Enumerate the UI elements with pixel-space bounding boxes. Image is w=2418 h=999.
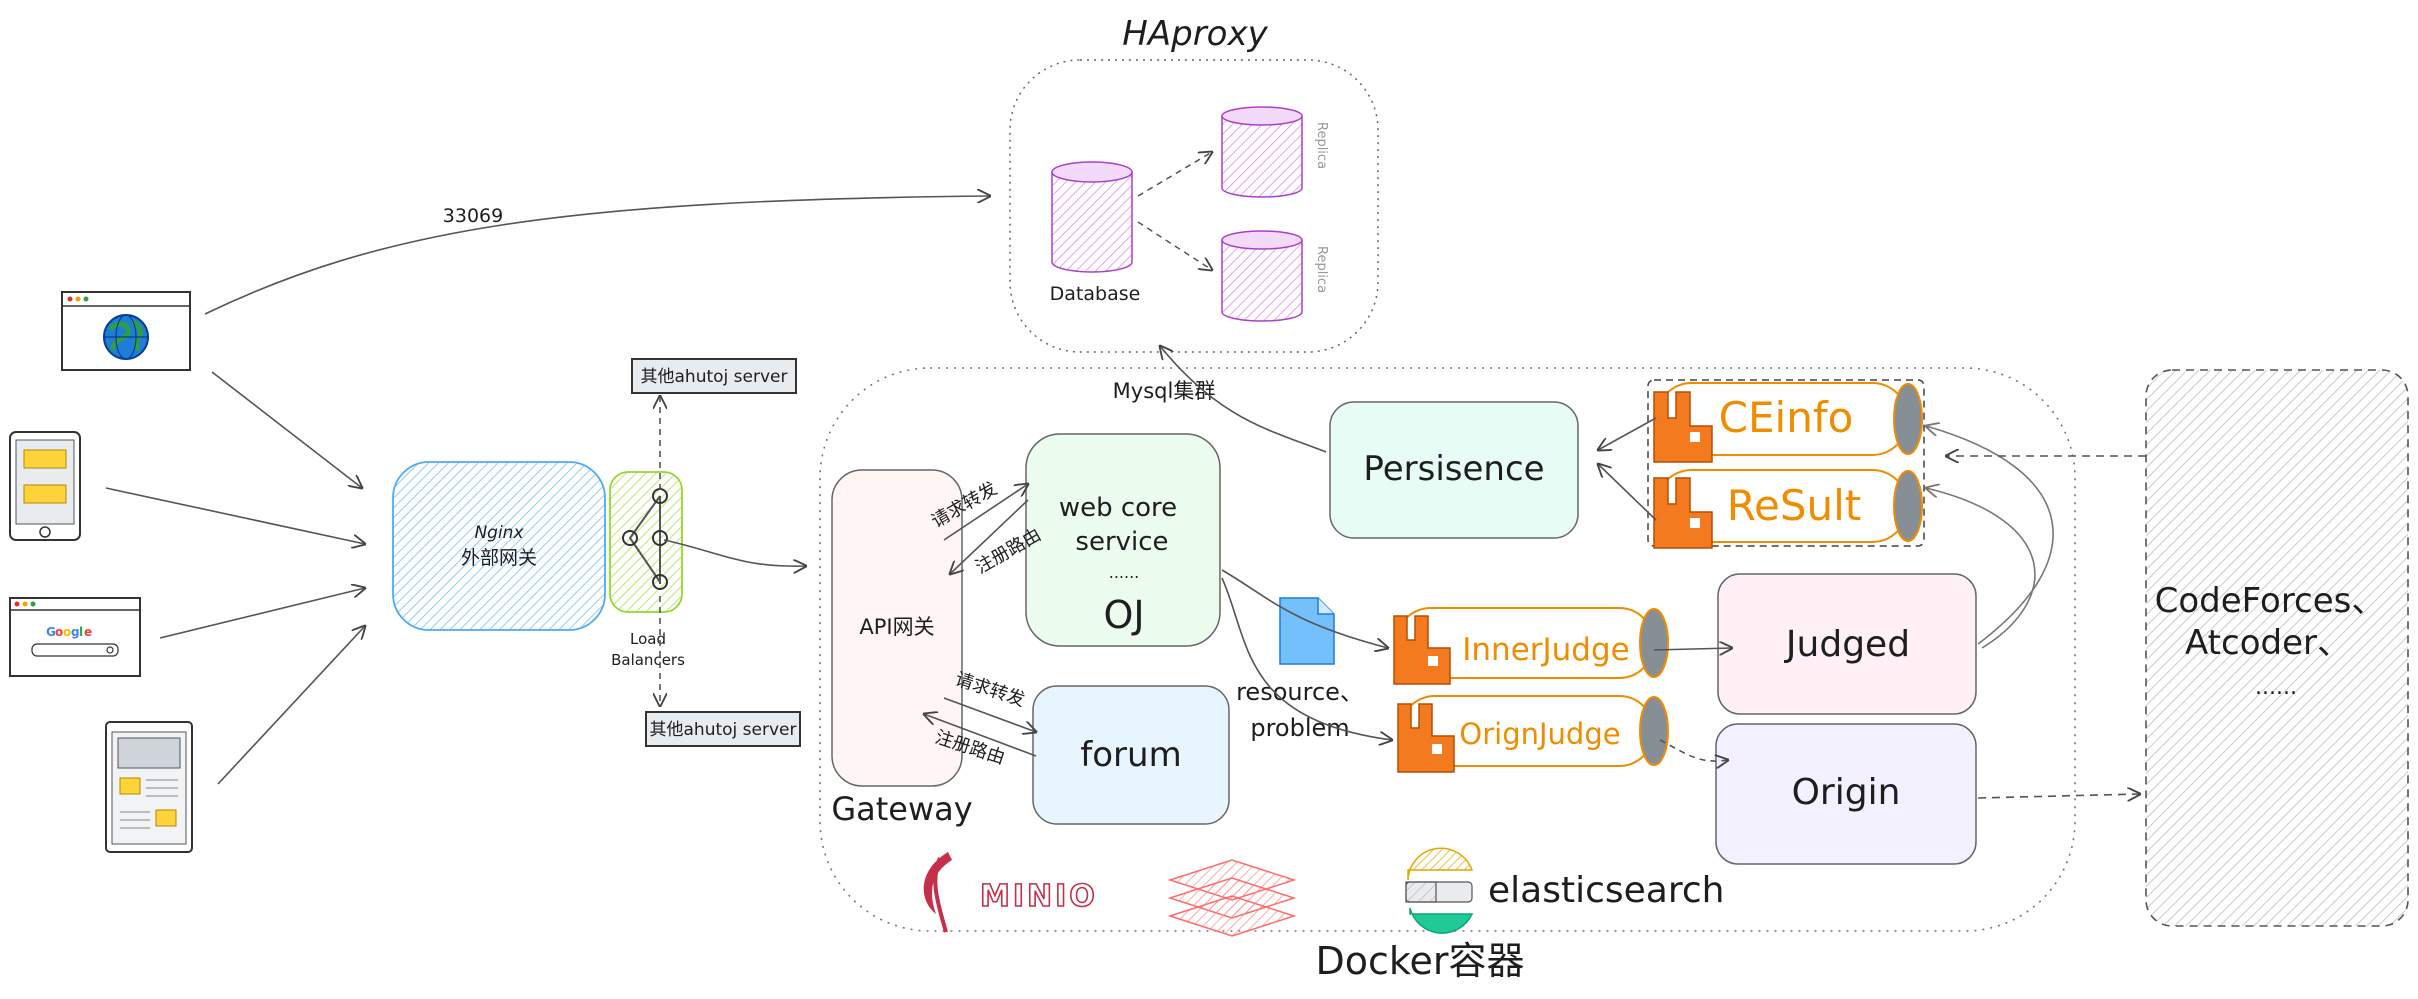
arrow-client2-to-nginx xyxy=(105,487,365,544)
web-core-label-4: OJ xyxy=(1103,593,1144,637)
svg-text:o: o xyxy=(63,625,71,639)
innerjudge-label: InnerJudge xyxy=(1462,632,1629,668)
web-core-label-3: ...... xyxy=(1109,563,1140,582)
arrow-lb-to-gateway xyxy=(663,539,806,566)
haproxy-title: HAproxy xyxy=(1122,14,1268,54)
origin-service: Origin xyxy=(1715,723,1977,865)
nginx-gateway: Nginx 外部网关 xyxy=(392,461,606,631)
database-cylinder xyxy=(1051,161,1133,273)
rabbitmq-icon xyxy=(1653,477,1713,549)
arrow-result-to-persistence xyxy=(1598,464,1657,521)
arrow-innerjudge-to-judged xyxy=(1653,648,1732,650)
nginx-label: Nginx xyxy=(474,523,524,543)
resource-problem-label-2: problem xyxy=(1250,714,1349,742)
arrow-judged-to-ceinfo xyxy=(1926,426,2054,645)
persistence-label: Persisence xyxy=(1363,449,1544,489)
database-label: Database xyxy=(1050,283,1141,305)
replica-cylinder-1 xyxy=(1221,106,1303,198)
nginx-subtitle: 外部网关 xyxy=(461,547,537,569)
arrow-gateway-to-webcore xyxy=(943,484,1028,541)
client-phone xyxy=(9,431,81,541)
external-oj-label-3: ...... xyxy=(2255,675,2297,700)
judged-label: Judged xyxy=(1784,624,1910,665)
origin-label: Origin xyxy=(1792,772,1901,813)
orignjudge-label: OrignJudge xyxy=(1459,717,1620,751)
file-icon xyxy=(1279,597,1335,665)
web-core-label-2: service xyxy=(1075,527,1168,557)
client-google-browser: G o o g l e xyxy=(9,597,141,677)
queue-ceinfo: CEinfo xyxy=(1653,382,1923,463)
svg-text:G: G xyxy=(46,625,56,639)
queue-orignjudge: OrignJudge xyxy=(1397,695,1669,773)
arrow-webcore-to-innerjudge xyxy=(1221,569,1388,648)
other-server-bottom-label: 其他ahutoj server xyxy=(650,720,797,740)
stack-layers-icon xyxy=(1167,859,1297,937)
replica-label-1: Replica xyxy=(1314,122,1329,169)
external-oj-label-1: CodeForces、 xyxy=(2155,581,2386,621)
gateway-caption: Gateway xyxy=(831,790,972,828)
google-logo-icon: G o o g l e xyxy=(46,625,92,639)
load-balancers-label-2: Balancers xyxy=(611,651,685,669)
external-oj-box: CodeForces、 Atcoder、 ...... xyxy=(2145,369,2409,927)
api-gateway: API网关 Gateway xyxy=(831,469,973,828)
other-server-bottom: 其他ahutoj server xyxy=(645,711,801,747)
rabbitmq-icon xyxy=(1653,391,1713,463)
web-core-service: web core service ...... OJ xyxy=(1025,433,1221,647)
arrow-client1-to-nginx xyxy=(211,371,362,488)
api-gateway-label: API网关 xyxy=(859,615,934,639)
load-balancers-label-1: Load xyxy=(630,630,666,648)
replication-arrow-1 xyxy=(1137,152,1212,197)
replication-arrow-2 xyxy=(1137,221,1212,270)
svg-text:g: g xyxy=(71,625,80,639)
client-browser-globe xyxy=(61,291,191,371)
arrow-persistence-to-mysql xyxy=(1160,346,1327,453)
other-server-top: 其他ahutoj server xyxy=(631,358,797,394)
minio-wordmark: MINIO xyxy=(980,879,1098,914)
docker-title: Docker容器 xyxy=(1315,939,1524,983)
search-bar xyxy=(31,643,119,657)
globe-icon xyxy=(103,314,149,360)
arrow-judged-to-result xyxy=(1926,488,2036,649)
queue-result: ReSult xyxy=(1653,469,1923,549)
web-core-label-1: web core xyxy=(1059,493,1177,523)
rabbitmq-icon xyxy=(1397,703,1455,773)
svg-text:o: o xyxy=(55,625,63,639)
elasticsearch-logo: elasticsearch xyxy=(1405,847,1724,934)
arrow-webcore-to-gateway xyxy=(950,499,1029,574)
arrow-gateway-to-forum xyxy=(943,697,1036,732)
resource-problem-label-1: resource、 xyxy=(1236,678,1364,706)
arrow-client-to-mysql xyxy=(204,196,990,315)
haproxy-cluster: HAproxy Database Replica Replica xyxy=(1009,14,1379,353)
rabbitmq-icon xyxy=(1393,615,1451,685)
other-server-top-label: 其他ahutoj server xyxy=(641,367,788,387)
client-tablet xyxy=(105,721,193,853)
replica-cylinder-2 xyxy=(1221,230,1303,322)
svg-text:l: l xyxy=(79,625,83,639)
arrow-origin-to-external xyxy=(1977,794,2140,798)
result-label: ReSult xyxy=(1727,481,1862,530)
arrow-orignjudge-to-origin xyxy=(1659,739,1728,761)
forum-service: forum xyxy=(1032,685,1230,825)
mysql-cluster-label: Mysql集群 xyxy=(1113,379,1216,403)
ceinfo-label: CEinfo xyxy=(1719,393,1854,442)
arrow-ceinfo-to-persistence xyxy=(1598,417,1657,450)
arrow-client4-to-nginx xyxy=(217,626,365,785)
elasticsearch-wordmark: elasticsearch xyxy=(1488,870,1724,911)
judged-service: Judged xyxy=(1717,573,1977,715)
queue-group-outline xyxy=(1647,379,1925,547)
forum-label: forum xyxy=(1080,735,1181,775)
queue-innerjudge: InnerJudge xyxy=(1393,607,1669,685)
replica-label-2: Replica xyxy=(1314,246,1329,293)
persistence-service: Persisence xyxy=(1329,401,1579,539)
arrow-forum-to-gateway xyxy=(924,714,1037,757)
external-oj-label-2: Atcoder、 xyxy=(2185,623,2351,663)
branch-icon xyxy=(622,488,668,590)
svg-text:e: e xyxy=(84,625,92,639)
arrow-webcore-to-orignjudge xyxy=(1221,577,1392,740)
load-balancer: Load Balancers xyxy=(609,471,685,669)
arrow-client3-to-nginx xyxy=(159,588,365,639)
mysql-port-label: 33069 xyxy=(443,205,503,227)
minio-logo: MINIO xyxy=(923,852,1098,933)
